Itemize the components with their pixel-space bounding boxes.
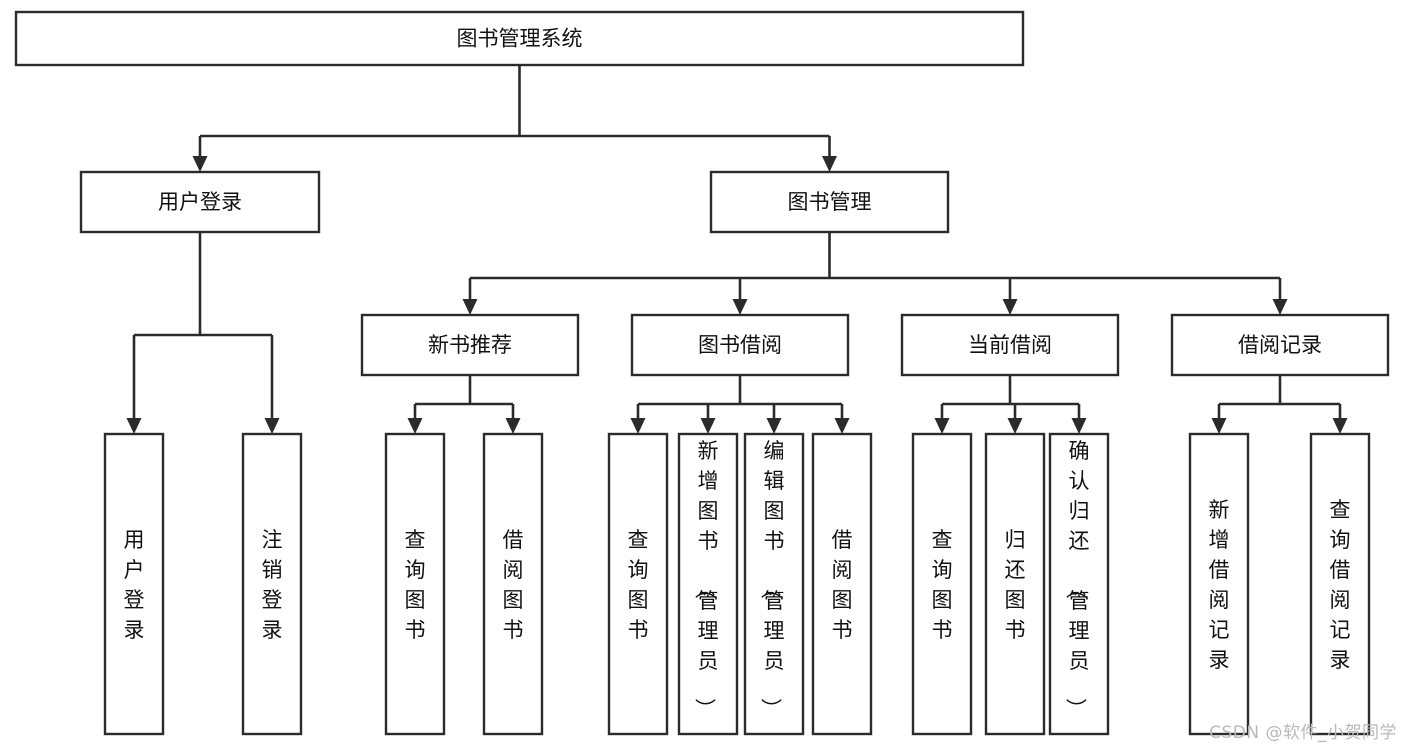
node-label: 用户登录 (124, 528, 145, 642)
node-box (1170, 313, 1390, 377)
node-leaf-add-borrow-record[interactable]: 新增借阅记录 (1188, 432, 1250, 736)
node-book-borrow[interactable]: 图书借阅 (630, 313, 850, 377)
node-borrow-records[interactable]: 借阅记录 (1170, 313, 1390, 377)
node-leaf-user-login[interactable]: 用户登录 (103, 432, 165, 736)
node-label: 借阅图书 (503, 528, 524, 642)
node-label: 新书推荐 (428, 333, 512, 357)
node-box (360, 313, 580, 377)
node-box (1048, 432, 1110, 736)
arrow-head-icon (1002, 299, 1018, 315)
arrow-head-icon (1211, 418, 1227, 434)
arrow-head-icon (630, 418, 646, 434)
node-box (607, 432, 669, 736)
node-new-book-recommend[interactable]: 新书推荐 (360, 313, 580, 377)
node-leaf-add-book-admin[interactable]: 新增图书（管理员） (677, 432, 739, 736)
node-label: 查询借阅记录 (1330, 498, 1351, 672)
arrow-head-icon (192, 156, 208, 172)
node-label: 查询图书 (405, 528, 426, 642)
node-leaf-query-borrow-record[interactable]: 查询借阅记录 (1309, 432, 1371, 736)
node-leaf-confirm-return-admin[interactable]: 确认归还（管理员） (1048, 432, 1110, 736)
arrow-head-icon (505, 418, 521, 434)
arrow-head-icon (1071, 418, 1087, 434)
node-box (630, 313, 850, 377)
node-label: 新增借阅记录 (1209, 498, 1230, 672)
node-label: 图书借阅 (698, 333, 782, 357)
arrow-head-icon (264, 418, 280, 434)
arrow-head-icon (822, 156, 837, 172)
arrow-head-icon (462, 299, 478, 315)
connector-layer (126, 65, 1348, 434)
node-label: 注销登录 (262, 528, 283, 642)
node-box (14, 10, 1025, 67)
arrow-head-icon (126, 418, 142, 434)
node-label: 用户登录 (158, 190, 242, 214)
node-book-management[interactable]: 图书管理 (709, 170, 950, 234)
node-root[interactable]: 图书管理系统 (14, 10, 1025, 67)
node-box (103, 432, 165, 736)
arrow-head-icon (934, 418, 950, 434)
node-leaf-query-book-recommend[interactable]: 查询图书 (384, 432, 446, 736)
node-box (79, 170, 321, 234)
arrow-head-icon (407, 418, 423, 434)
node-leaf-query-book-borrow[interactable]: 查询图书 (607, 432, 669, 736)
node-current-borrow[interactable]: 当前借阅 (900, 313, 1120, 377)
arrow-head-icon (732, 299, 748, 315)
node-label: 借阅记录 (1238, 333, 1322, 357)
node-box (1309, 432, 1371, 736)
node-label: 归还图书 (1005, 528, 1026, 642)
node-label: 图书管理 (788, 190, 872, 214)
node-box (677, 432, 739, 736)
node-label: 图书管理系统 (457, 27, 583, 51)
node-layer: 图书管理系统用户登录图书管理新书推荐图书借阅当前借阅借阅记录用户登录注销登录查询… (14, 10, 1390, 736)
node-box (984, 432, 1046, 736)
node-box (384, 432, 446, 736)
node-leaf-query-book-current[interactable]: 查询图书 (911, 432, 973, 736)
arrow-head-icon (700, 418, 716, 434)
node-label: 新增图书（管理员） (693, 439, 719, 719)
node-leaf-edit-book-admin[interactable]: 编辑图书（管理员） (743, 432, 805, 736)
arrow-head-icon (1272, 299, 1288, 315)
node-leaf-return-book[interactable]: 归还图书 (984, 432, 1046, 736)
node-box (241, 432, 303, 736)
node-user-login[interactable]: 用户登录 (79, 170, 321, 234)
node-label: 查询图书 (932, 528, 953, 642)
node-box (709, 170, 950, 234)
node-leaf-logout-login[interactable]: 注销登录 (241, 432, 303, 736)
node-box (482, 432, 544, 736)
node-leaf-borrow-book[interactable]: 借阅图书 (811, 432, 873, 736)
node-box (1188, 432, 1250, 736)
node-leaf-borrow-book-recommend[interactable]: 借阅图书 (482, 432, 544, 736)
node-label: 确认归还（管理员） (1064, 439, 1090, 719)
arrow-head-icon (834, 418, 850, 434)
arrow-head-icon (1007, 418, 1023, 434)
node-box (743, 432, 805, 736)
arrow-head-icon (766, 418, 782, 434)
node-box (811, 432, 873, 736)
node-box (900, 313, 1120, 377)
node-label: 查询图书 (628, 528, 649, 642)
node-label: 当前借阅 (968, 333, 1052, 357)
node-box (911, 432, 973, 736)
node-label: 借阅图书 (832, 528, 853, 642)
arrow-head-icon (1332, 418, 1348, 434)
node-label: 编辑图书（管理员） (759, 439, 785, 719)
